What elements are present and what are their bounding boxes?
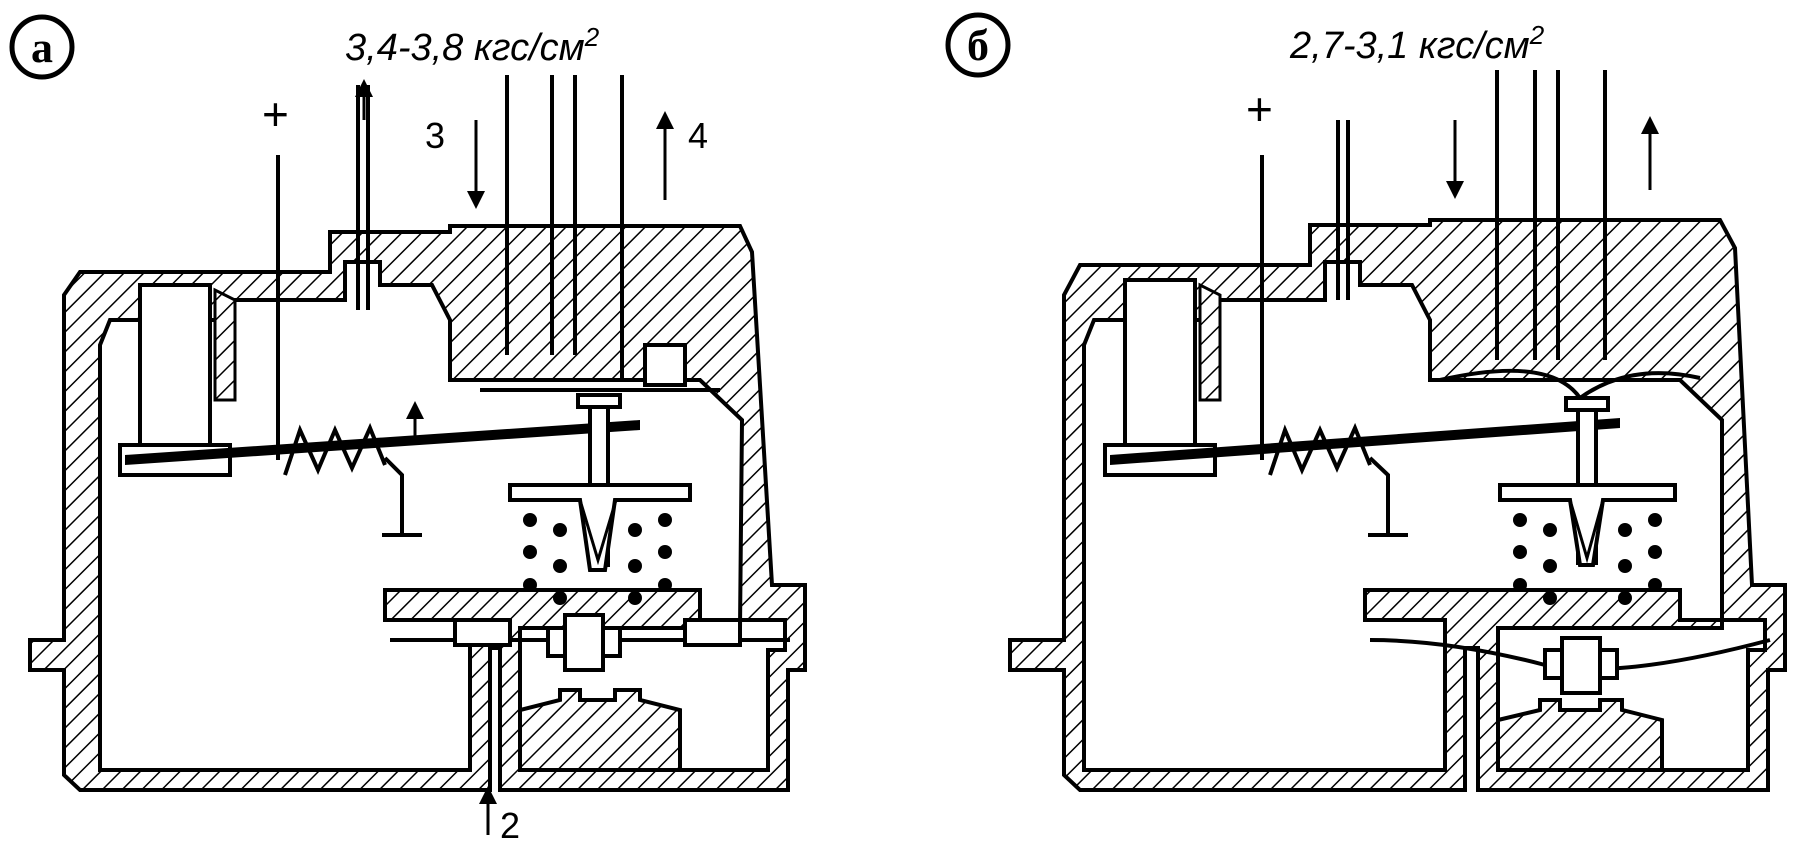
panel-a-pressure-value: 3,4-3,8 кгс/см — [345, 27, 585, 69]
panel-a-housing — [28, 224, 807, 792]
panel-b-contact-lever — [1110, 418, 1620, 465]
panel-b-badge-letter: б — [967, 21, 989, 70]
panel-a-port-2-label: 2 — [500, 805, 520, 845]
panel-a-port-4-label: 4 — [688, 115, 708, 156]
panel-b-plus-sign: + — [1246, 83, 1273, 135]
panel-a-contact-lever — [125, 420, 640, 465]
panel-a-port-3-label: 3 — [425, 115, 445, 156]
panel-a-closed-state: а 3,4-3,8 кгс/см2 + 3 4 — [9, 14, 807, 845]
panel-b-pressure-label: 2,7-3,1 кгс/см2 — [1289, 20, 1545, 67]
panel-a-valve-spring-coils — [523, 513, 672, 605]
panel-a-pressure-label: 3,4-3,8 кгс/см2 — [345, 22, 600, 69]
panel-b-open-state: б 2,7-3,1 кгс/см2 + — [945, 12, 1787, 792]
panel-a-plus-sign: + — [262, 88, 289, 140]
panel-a-pressure-exponent: 2 — [584, 22, 600, 52]
panel-b-mount-block — [1123, 278, 1197, 447]
panel-b-housing — [1008, 218, 1787, 792]
panel-a-badge: а — [9, 14, 75, 80]
panel-a-spring — [283, 422, 387, 476]
panel-b-pressure-value: 2,7-3,1 кгс/см — [1289, 25, 1530, 67]
panel-b-ground-terminal — [1368, 456, 1390, 535]
panel-b-valve-spring-coils — [1513, 513, 1662, 605]
panel-b-pressure-exponent: 2 — [1529, 20, 1545, 50]
panel-a-badge-letter: а — [31, 23, 53, 72]
panel-a-mount-block — [138, 283, 212, 447]
panel-b-spring — [1268, 422, 1372, 476]
panel-a-ground-terminal — [383, 456, 404, 535]
panel-b-badge: б — [945, 12, 1011, 78]
